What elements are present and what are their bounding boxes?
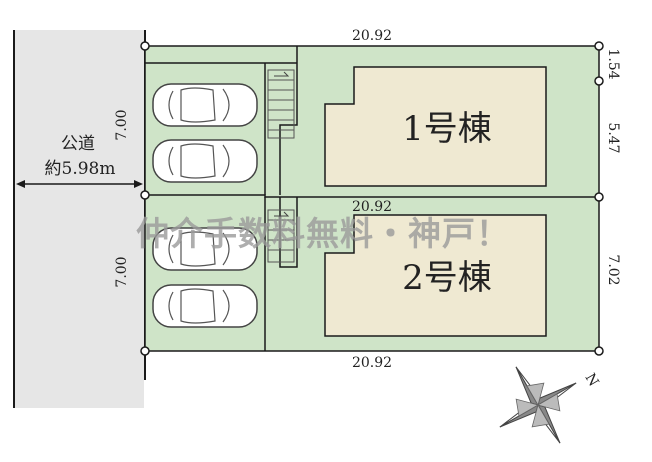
dimension-right-short: 1.54 xyxy=(605,48,621,79)
building-2 xyxy=(324,214,547,337)
lot2-entry-line xyxy=(279,197,298,268)
dimension-left-lot1: 7.00 xyxy=(114,109,130,140)
lot-divider xyxy=(145,194,599,198)
road-width-label: 約5.98m xyxy=(45,159,116,179)
lot1-entry-line xyxy=(279,63,298,195)
car-1 xyxy=(152,83,258,127)
compass-rose-icon xyxy=(499,366,577,444)
building-1 xyxy=(324,66,547,187)
car-4 xyxy=(152,284,258,328)
dimension-middle: 20.92 xyxy=(352,199,392,215)
stairs-lot1 xyxy=(267,69,295,139)
watermark: 仲介手数料無料・神戸！ xyxy=(136,214,510,253)
public-road xyxy=(14,30,144,408)
dimension-right-lot1: 5.47 xyxy=(605,122,621,153)
car-3 xyxy=(152,227,258,271)
dimension-top: 20.92 xyxy=(352,28,392,44)
stairs-lot2 xyxy=(267,209,295,263)
car-2 xyxy=(152,139,258,183)
road-label: 公道 xyxy=(61,134,95,154)
building-1-label: 1号棟 xyxy=(402,109,492,149)
building-2-label: 2号棟 xyxy=(402,258,492,298)
dimension-bottom: 20.92 xyxy=(352,355,392,371)
dimension-left-lot2: 7.00 xyxy=(114,256,130,287)
dimension-right-lot2: 7.02 xyxy=(605,254,621,285)
road-width-arrow xyxy=(16,180,143,188)
corner-markers xyxy=(140,41,604,356)
compass-north-label: N xyxy=(581,371,601,390)
